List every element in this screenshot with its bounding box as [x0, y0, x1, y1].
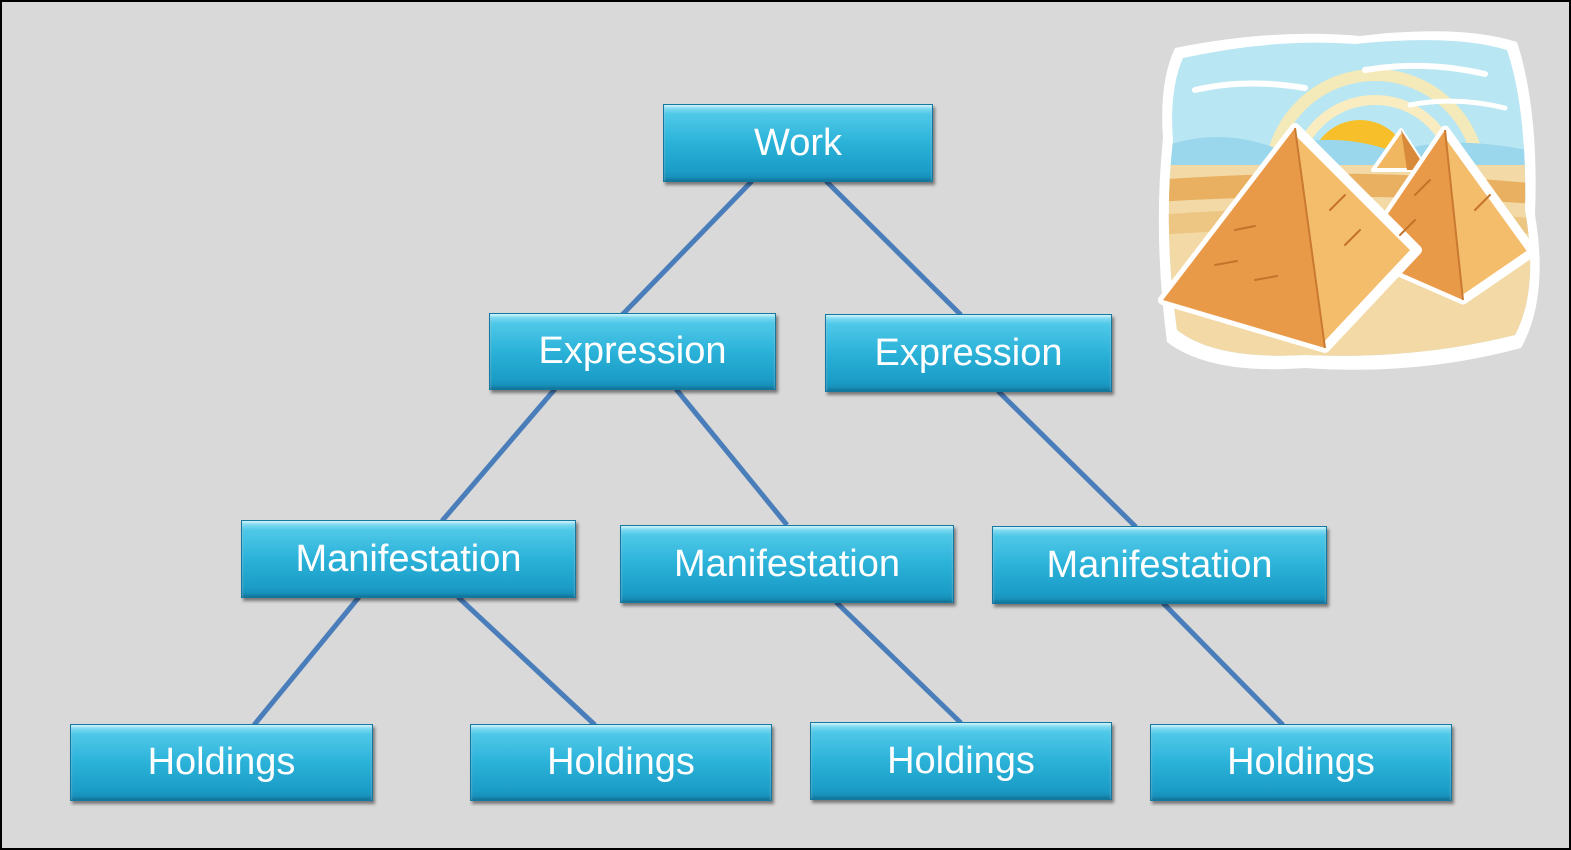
connector-manifestation-2-holdings-3 [834, 600, 963, 725]
work-node: Work [663, 104, 933, 182]
expression-node-1: Expression [489, 313, 776, 390]
holdings-node-2: Holdings [470, 724, 772, 801]
holdings-node-3: Holdings [810, 722, 1112, 800]
connector-expression-1-manifestation-2 [674, 387, 789, 527]
connector-manifestation-1-holdings-1 [252, 595, 361, 727]
connector-manifestation-3-holdings-4 [1161, 601, 1285, 727]
connector-work-expression-2 [824, 179, 963, 317]
pyramids-clipart-icon [1158, 31, 1540, 370]
expression-node-2: Expression [825, 314, 1112, 392]
manifestation-node-1: Manifestation [241, 520, 576, 598]
connector-expression-2-manifestation-3 [996, 389, 1138, 529]
manifestation-node-2: Manifestation [620, 525, 954, 603]
connector-expression-1-manifestation-1 [440, 387, 557, 523]
holdings-node-4: Holdings [1150, 724, 1452, 801]
connector-manifestation-1-holdings-2 [456, 595, 597, 727]
holdings-node-1: Holdings [70, 724, 373, 801]
manifestation-node-3: Manifestation [992, 526, 1327, 604]
connector-work-expression-1 [620, 179, 754, 317]
